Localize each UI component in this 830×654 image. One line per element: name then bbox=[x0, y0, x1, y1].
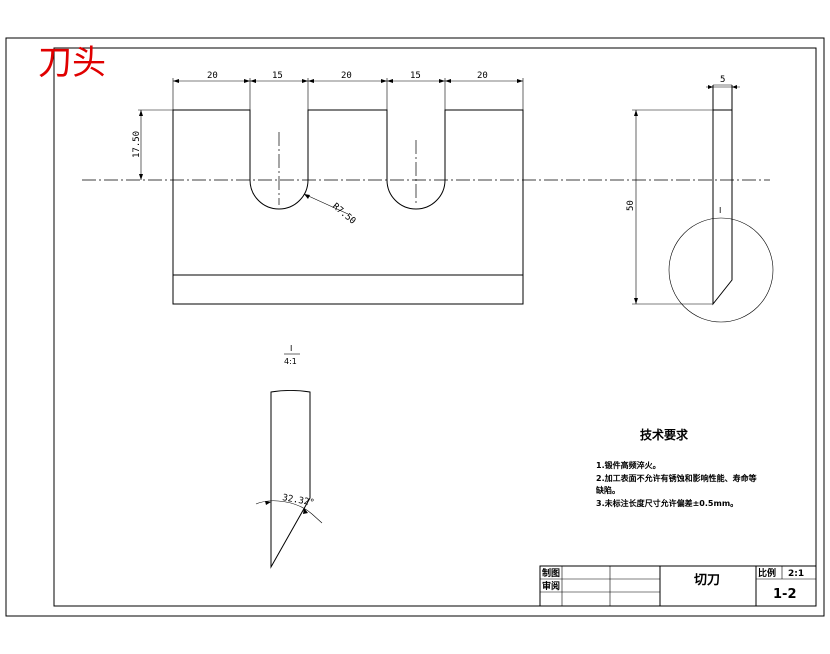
dim-radius: R7.50 bbox=[330, 202, 357, 227]
tb-review-label: 审阅 bbox=[542, 580, 560, 592]
radius-leader bbox=[303, 193, 349, 215]
detail-label-bottom: 4:1 bbox=[284, 357, 297, 366]
title-block: 制图 审阅 切刀 比例 2:1 1-2 bbox=[539, 565, 817, 607]
angle-arrow-right bbox=[303, 508, 308, 514]
front-view: 20 15 20 15 20 17.50 R7.50 bbox=[82, 71, 770, 305]
angle-leader bbox=[311, 513, 323, 524]
dim-seg1: 20 bbox=[207, 71, 218, 81]
tb-drawing-no: 1-2 bbox=[773, 587, 797, 602]
inner-frame bbox=[53, 47, 817, 607]
detail-label-top: I bbox=[290, 344, 292, 353]
requirement-line-3: 缺陷。 bbox=[595, 485, 620, 495]
side-view: 5 50 I bbox=[626, 75, 774, 323]
dim-seg2: 20 bbox=[341, 71, 352, 81]
tb-drawn-label: 制图 bbox=[542, 567, 560, 579]
tb-scale-value: 2:1 bbox=[788, 569, 804, 579]
dim-thickness: 5 bbox=[720, 75, 725, 85]
detail-blade-outline bbox=[270, 390, 311, 569]
angle-arrow-left bbox=[265, 501, 271, 505]
requirement-line-1: 1.锻件高频淬火。 bbox=[596, 460, 661, 470]
requirements-title: 技术要求 bbox=[640, 427, 689, 442]
stamp-title: 刀头 bbox=[38, 43, 106, 83]
blade-side-outline bbox=[712, 85, 733, 306]
dim-height: 17.50 bbox=[132, 131, 142, 158]
dim-slot2: 15 bbox=[410, 71, 421, 81]
tb-scale-label: 比例 bbox=[758, 567, 776, 579]
requirement-line-4: 3.未标注长度尺寸允许偏差±0.5mm。 bbox=[596, 498, 738, 508]
section-mark: I bbox=[719, 206, 721, 215]
technical-requirements: 技术要求 1.锻件高频淬火。 2.加工表面不允许有锈蚀和影响性能、寿命等 缺陷。… bbox=[595, 427, 757, 508]
outer-frame bbox=[5, 37, 825, 617]
detail-circle bbox=[668, 217, 774, 323]
detail-view: I 4:1 32.32° bbox=[255, 344, 323, 569]
dim-seg3: 20 bbox=[477, 71, 488, 81]
tb-part-name: 切刀 bbox=[694, 573, 720, 588]
angle-arc bbox=[255, 500, 313, 515]
requirement-line-2: 2.加工表面不允许有锈蚀和影响性能、寿命等 bbox=[596, 473, 757, 483]
radius-arrow bbox=[304, 194, 310, 199]
title-block-frame bbox=[539, 565, 817, 607]
dim-slot1: 15 bbox=[272, 71, 283, 81]
dim-side-height: 50 bbox=[626, 200, 636, 211]
